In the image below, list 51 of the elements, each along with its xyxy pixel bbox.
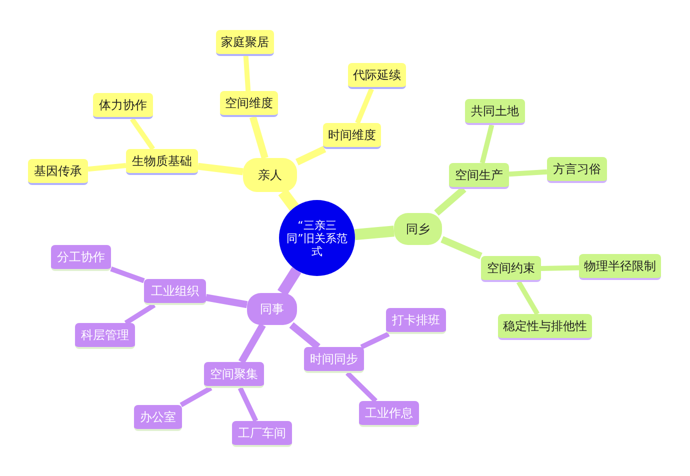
branch-line: [295, 146, 326, 166]
branch-line: [130, 118, 155, 150]
branch-line: [278, 267, 302, 296]
main-branch-box: 亲人: [243, 158, 297, 192]
leaf-topic-box: 共同土地: [465, 99, 525, 125]
leaf-topic-box: 基因传承: [28, 159, 88, 185]
branch-line: [540, 265, 580, 271]
subtopic-box: 生物质基础: [126, 149, 198, 175]
branch-line: [238, 323, 266, 364]
subtopic-box: 空间维度: [220, 91, 278, 117]
branch-line: [243, 56, 251, 92]
leaf-topic-box: 稳定性与排他性: [498, 314, 592, 340]
main-branch-box: 同乡: [394, 213, 442, 245]
central-topic-circle: “三亲三同”旧关系范式: [279, 200, 355, 276]
branch-line: [110, 266, 145, 284]
leaf-topic-box: 体力协作: [93, 93, 153, 119]
branch-line: [434, 186, 466, 216]
leaf-topic-box: 工厂车间: [232, 421, 292, 447]
branch-line: [249, 116, 268, 159]
branch-line: [480, 124, 494, 164]
leaf-topic-box: 分工协作: [51, 245, 111, 271]
leaf-topic-box: 代际延续: [348, 63, 406, 89]
subtopic-box: 空间聚集: [204, 362, 264, 388]
branch-line: [124, 302, 156, 326]
branch-line: [516, 280, 540, 316]
main-branch-box: 同事: [247, 293, 297, 325]
branch-line: [205, 294, 248, 308]
branch-line: [360, 332, 390, 350]
branch-line: [355, 88, 374, 124]
branch-line: [345, 371, 378, 403]
subtopic-box: 空间约束: [481, 256, 541, 282]
leaf-topic-box: 打卡排班: [386, 308, 446, 334]
subtopic-box: 时间维度: [323, 123, 381, 149]
branch-line: [88, 162, 126, 172]
branch-line: [289, 322, 320, 350]
leaf-topic-box: 办公室: [134, 405, 182, 431]
subtopic-box: 工业组织: [144, 279, 206, 305]
branch-line: [238, 386, 258, 422]
branch-line: [440, 236, 482, 260]
leaf-topic-box: 科层管理: [75, 323, 135, 349]
branch-line: [198, 162, 244, 176]
leaf-topic-box: 家庭聚居: [216, 30, 274, 56]
branch-line: [180, 386, 212, 408]
leaf-topic-box: 工业作息: [359, 401, 419, 427]
subtopic-box: 空间生产: [449, 163, 509, 189]
leaf-topic-box: 方言习俗: [547, 157, 607, 183]
subtopic-box: 时间同步: [304, 347, 364, 373]
branch-line: [278, 188, 299, 211]
branch-line: [354, 226, 394, 240]
leaf-topic-box: 物理半径限制: [579, 254, 661, 280]
branch-line: [508, 169, 548, 177]
